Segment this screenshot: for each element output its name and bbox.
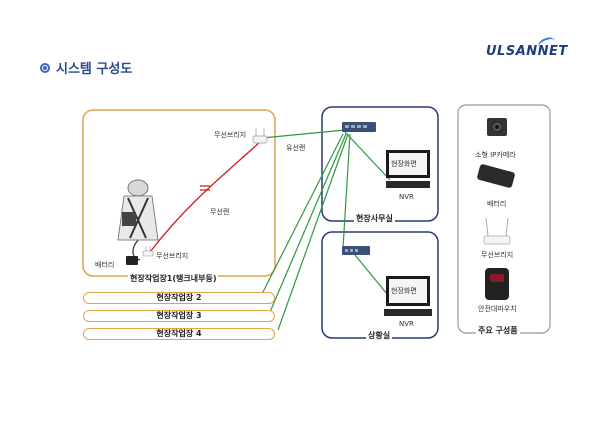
- site-label-3: 현장작업장 3: [156, 311, 202, 320]
- component-label-camera: 소형 IP카메라: [475, 151, 516, 159]
- site1-ap-icon: [252, 128, 268, 144]
- office-switch-icon: [342, 122, 376, 132]
- site-label-4: 현장작업장 4: [156, 329, 202, 338]
- control-switch-icon: [342, 246, 370, 255]
- wireless-lan-label: 무선랜: [210, 208, 230, 216]
- pouch-icon: [485, 268, 509, 300]
- wired-lan-label: 유선랜: [286, 144, 306, 152]
- control-screen-label: 현장화면: [391, 287, 417, 295]
- bullet-icon: [40, 62, 50, 73]
- page-title-text: 시스템 구성도: [56, 62, 133, 77]
- office-label: 현장사무실: [354, 213, 395, 224]
- site1-bridge-label: 무선브리지: [156, 252, 189, 260]
- site1-label: 현장작업장1(탱크내부등): [128, 273, 219, 284]
- ip-camera-icon: [487, 118, 507, 136]
- office-nvr-label: NVR: [399, 193, 414, 201]
- site1-battery-label: 배터리: [95, 261, 115, 269]
- site-label-2: 현장작업장 2: [156, 293, 202, 302]
- wireless-link: [149, 139, 263, 253]
- wireless-bridge-icon: [483, 217, 511, 245]
- site-bar-2: 현장작업장 2: [83, 292, 275, 304]
- logo-text: ULSANNET: [486, 44, 568, 59]
- component-label-pouch: 안전대파우치: [478, 305, 517, 313]
- site-bar-3: 현장작업장 3: [83, 310, 275, 322]
- control-monitor-icon: [384, 276, 432, 316]
- office-screen-label: 현장화면: [391, 160, 417, 168]
- page-title: 시스템 구성도: [40, 58, 132, 77]
- control-nvr-label: NVR: [399, 320, 414, 328]
- logo: ULSANNET: [486, 35, 568, 59]
- site1-ap-label: 무선브리지: [214, 131, 247, 139]
- wireless-break-icon: [200, 185, 210, 191]
- components-label: 주요 구성품: [476, 325, 520, 336]
- control-label: 상황실: [366, 330, 393, 341]
- site-bar-4: 현장작업장 4: [83, 328, 275, 340]
- office-monitor-icon: [386, 150, 430, 188]
- worker-harness-icon: [117, 179, 159, 261]
- wired-lan-lines: [261, 129, 393, 331]
- component-label-battery: 배터리: [487, 200, 507, 208]
- site1-bridge-icon: [142, 246, 154, 257]
- site1-battery-icon: [126, 256, 138, 265]
- component-label-bridge: 무선브리지: [481, 251, 514, 259]
- battery-icon: [477, 164, 515, 188]
